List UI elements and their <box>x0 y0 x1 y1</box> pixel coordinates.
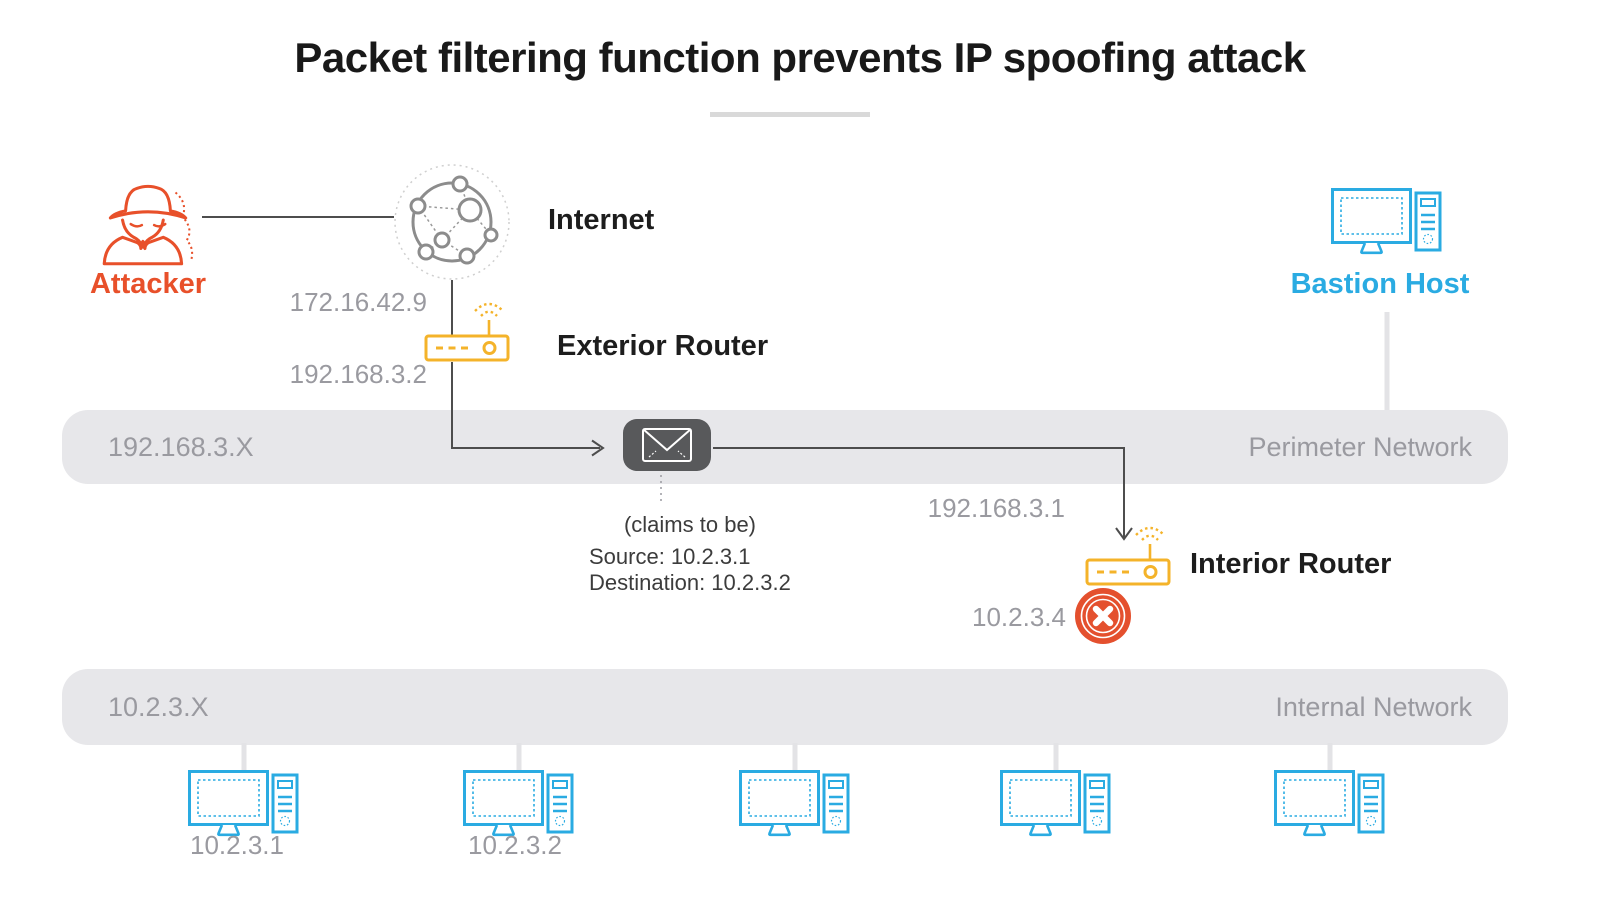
host-icon-1 <box>188 770 300 838</box>
internal-network-band: 10.2.3.X Internal Network <box>62 669 1508 745</box>
attacker-icon <box>92 176 204 266</box>
blocked-icon <box>1071 584 1135 648</box>
exterior-router-label: Exterior Router <box>557 330 769 362</box>
host-icon-4 <box>1000 770 1112 838</box>
host-ip-1: 10.2.3.1 <box>190 830 284 860</box>
title-underline <box>710 112 870 117</box>
interior-router-perimeter-ip: 192.168.3.1 <box>927 493 1065 523</box>
perimeter-subnet-label: 192.168.3.X <box>108 431 254 462</box>
host-icon-5 <box>1274 770 1386 838</box>
exterior-router-icon <box>423 299 519 363</box>
perimeter-network-band: 192.168.3.X Perimeter Network <box>62 410 1508 484</box>
interior-router-label: Interior Router <box>1190 548 1392 580</box>
perimeter-network-label: Perimeter Network <box>1248 431 1472 462</box>
internet-globe-icon <box>392 162 512 282</box>
exterior-router-lan-ip: 192.168.3.2 <box>289 359 427 389</box>
packet-envelope-icon <box>623 419 711 471</box>
bastion-host-icon <box>1331 188 1443 256</box>
internal-subnet-label: 10.2.3.X <box>108 691 209 722</box>
host-icon-2 <box>463 770 575 838</box>
interior-router-icon <box>1084 523 1180 587</box>
host-ip-2: 10.2.3.2 <box>468 830 562 860</box>
packet-claims-label: (claims to be) <box>623 512 757 537</box>
blocked-packet-ip: 10.2.3.4 <box>972 602 1066 632</box>
packet-destination-label: Destination: 10.2.3.2 <box>589 570 791 595</box>
page-title: Packet filtering function prevents IP sp… <box>294 34 1306 81</box>
host-icon-3 <box>739 770 851 838</box>
internet-label: Internet <box>548 204 655 236</box>
internal-network-label: Internal Network <box>1275 691 1472 722</box>
attacker-label: Attacker <box>89 268 207 300</box>
packet-source-label: Source: 10.2.3.1 <box>589 544 751 569</box>
exterior-router-wan-ip: 172.16.42.9 <box>289 287 427 317</box>
bastion-host-label: Bastion Host <box>1290 268 1470 300</box>
